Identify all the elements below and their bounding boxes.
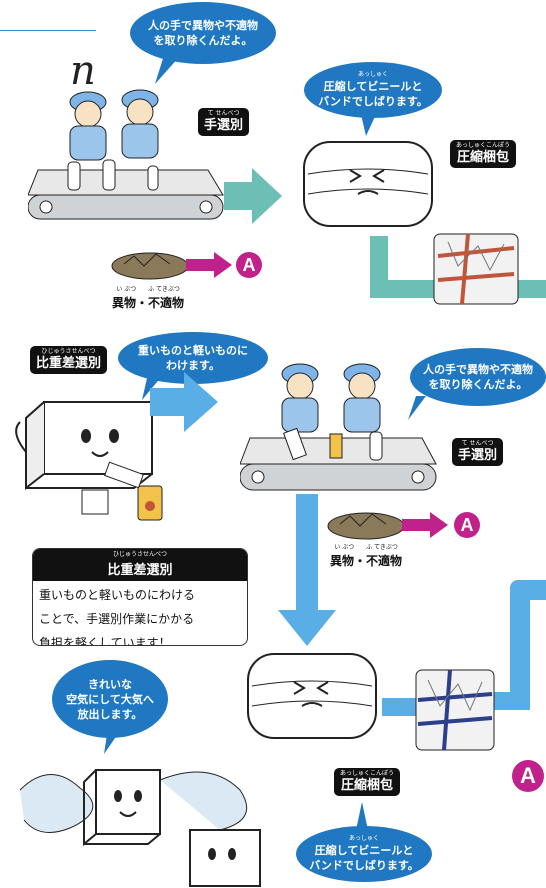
blue-arrow-down-head [278,610,336,646]
blue-arrow-shaft [296,494,318,614]
blue-connector-vertical [510,580,530,710]
marker-a: A [236,252,262,278]
blue-connector-top [510,580,546,600]
blue-arrow-right [150,372,218,432]
heading-fragment: n [70,48,96,94]
bubble-tail [408,396,426,420]
speech-bubble-gravity: 重いものと軽いものにわけます。 [118,332,268,384]
gravity-sort-label: ひじゅうさせんべつ比重差選別 [30,346,108,374]
hand-sort-label: て せんべつ手選別 [198,108,250,136]
compressed-bale-2 [415,669,495,751]
marker-a-2: A [454,512,480,538]
compress-pack-label-2: あっしゅくこんぽう圧縮梱包 [334,768,401,796]
speech-bubble-hand-sorting: 人の手で異物や不適物を取り除くんだよ。 [130,2,276,64]
bubble-tail [356,802,368,830]
workers-conveyor-illustration-2 [240,363,437,491]
bubble-tail [142,374,162,400]
header-rule [0,30,96,31]
foreign-matter-label: い ぶつ ふ てきぶつ異物・不適物 [112,286,185,310]
air-cleaner-characters [19,769,261,887]
bubble-tail [155,52,180,84]
workers-conveyor-illustration [28,89,224,220]
compress-pack-label: あっしゅくこんぽう圧縮梱包 [450,140,517,168]
magenta-arrow-right [186,252,232,278]
foreign-matter-pile-2 [327,512,405,540]
foreign-matter-pile [111,252,189,280]
bubble-tail [360,110,378,136]
compressed-bag-character-2 [247,653,377,739]
speech-bubble-compress: あっしゅく圧縮してビニールとバンドでしばります。 [304,62,442,118]
teal-arrow-right [224,168,282,224]
compressed-bag-character [303,141,433,227]
foreign-matter-label-2: い ぶつ ふ てきぶつ異物・不適物 [330,544,403,568]
gravity-sort-info-box: ひじゅうさせんべつ比重差選別 重いものと軽いものにわける ことで、手選別作業にか… [32,548,248,646]
sorted-items [81,461,163,521]
info-box-body: 重いものと軽いものにわける ことで、手選別作業にかかる 負担を軽くしています！ [39,588,196,646]
speech-bubble-hand-sorting-2: 人の手で異物や不適物を取り除くんだよ。 [410,348,546,406]
compressed-bale [433,233,519,305]
gravity-separator-character [15,401,153,491]
magenta-arrow-right-2 [402,512,448,538]
hand-sort-label-2: て せんべつ手選別 [452,438,504,466]
speech-bubble-compress-2: あっしゅく圧縮してビニールとバンドでしばります。 [296,826,432,882]
info-box-title: ひじゅうさせんべつ比重差選別 [33,549,247,581]
blue-connector-bag-bale [382,698,422,716]
speech-bubble-clean-air: きれいな空気にして大気へ放出します。 [52,660,168,738]
marker-a-3: A [512,760,544,792]
bubble-tail [104,728,122,754]
